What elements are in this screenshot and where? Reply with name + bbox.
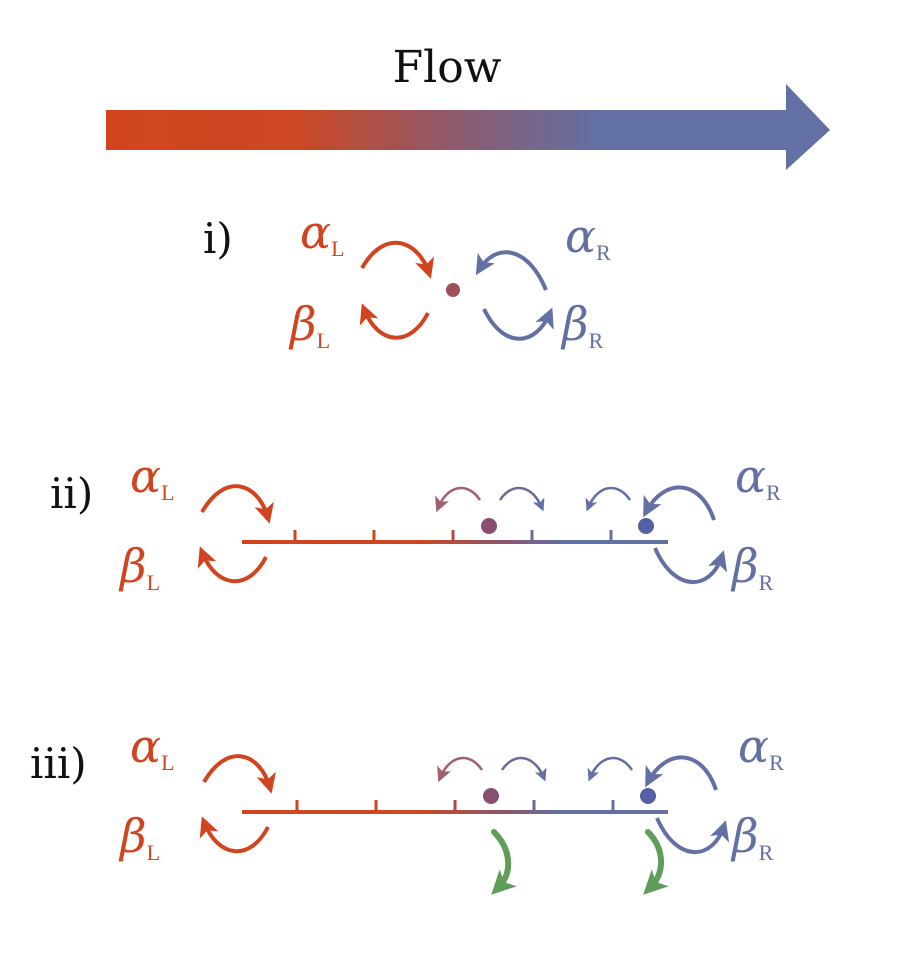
- detach-arrow: [643, 829, 669, 895]
- particle: [481, 518, 497, 534]
- particle: [483, 788, 499, 804]
- hop-right-arrow: [500, 756, 547, 782]
- alpha-right-subscript: R: [766, 480, 781, 505]
- alpha-left-symbol: α: [130, 719, 161, 773]
- beta-right-label: βR: [560, 297, 604, 353]
- alpha-right-symbol: α: [735, 449, 766, 503]
- alpha-right-arrow: [643, 485, 716, 521]
- alpha-left-arrow: [202, 754, 276, 794]
- panel-ii: ii) αL βL αR βR: [50, 449, 781, 595]
- particle: [638, 518, 654, 534]
- panel-label: ii): [50, 469, 93, 518]
- beta-left-subscript: L: [317, 328, 330, 353]
- beta-left-arrow: [199, 816, 270, 854]
- alpha-right-symbol: α: [565, 209, 596, 263]
- flow-arrow: [106, 84, 830, 170]
- beta-right-symbol: β: [730, 809, 759, 863]
- hop-right-arrow: [498, 486, 545, 512]
- beta-right-subscript: R: [759, 840, 774, 865]
- panel-label: iii): [30, 739, 87, 788]
- particle: [640, 788, 656, 804]
- beta-left-arrow: [197, 546, 268, 584]
- beta-right-label: βR: [730, 809, 774, 865]
- beta-right-arrow: [482, 307, 554, 341]
- alpha-left-label: αL: [130, 719, 175, 775]
- hop-left-arrow: [587, 756, 634, 782]
- hop-left-arrow: [585, 486, 632, 512]
- particle: [446, 283, 460, 297]
- beta-left-arrow: [359, 303, 430, 340]
- beta-right-arrow: [653, 547, 728, 584]
- beta-right-subscript: R: [759, 570, 774, 595]
- alpha-left-label: αL: [300, 205, 345, 261]
- panel-label: i): [203, 214, 233, 263]
- alpha-right-label: αR: [738, 719, 784, 775]
- alpha-left-subscript: L: [331, 236, 344, 261]
- alpha-right-subscript: R: [596, 240, 611, 265]
- beta-right-label: βR: [730, 539, 774, 595]
- beta-left-subscript: L: [147, 570, 160, 595]
- alpha-right-label: αR: [735, 449, 781, 505]
- alpha-right-arrow: [475, 250, 548, 291]
- beta-right-arrow: [655, 817, 730, 854]
- flow-title: Flow: [393, 42, 502, 93]
- alpha-left-subscript: L: [161, 480, 174, 505]
- hop-left-arrow: [437, 756, 484, 783]
- alpha-right-symbol: α: [738, 719, 769, 773]
- beta-left-label: βL: [118, 809, 160, 865]
- beta-right-symbol: β: [730, 539, 759, 593]
- alpha-left-arrow: [200, 484, 274, 524]
- hop-left-arrow: [435, 486, 482, 513]
- alpha-left-arrow: [360, 240, 435, 279]
- alpha-left-subscript: L: [161, 750, 174, 775]
- beta-left-label: βL: [118, 539, 160, 595]
- alpha-left-symbol: α: [130, 449, 161, 503]
- alpha-left-symbol: α: [300, 205, 331, 259]
- beta-right-subscript: R: [589, 328, 604, 353]
- beta-left-subscript: L: [147, 840, 160, 865]
- panel-iii: iii) αL βL αR βR: [30, 719, 784, 895]
- alpha-right-subscript: R: [769, 750, 784, 775]
- panel-i: i) αL βL αR βR: [203, 205, 611, 353]
- beta-left-symbol: β: [118, 809, 147, 863]
- beta-left-symbol: β: [288, 297, 317, 351]
- beta-left-label: βL: [288, 297, 330, 353]
- detach-arrow: [491, 829, 517, 895]
- alpha-right-label: αR: [565, 209, 611, 265]
- beta-right-symbol: β: [560, 297, 589, 351]
- alpha-left-label: αL: [130, 449, 175, 505]
- alpha-right-arrow: [645, 755, 718, 791]
- beta-left-symbol: β: [118, 539, 147, 593]
